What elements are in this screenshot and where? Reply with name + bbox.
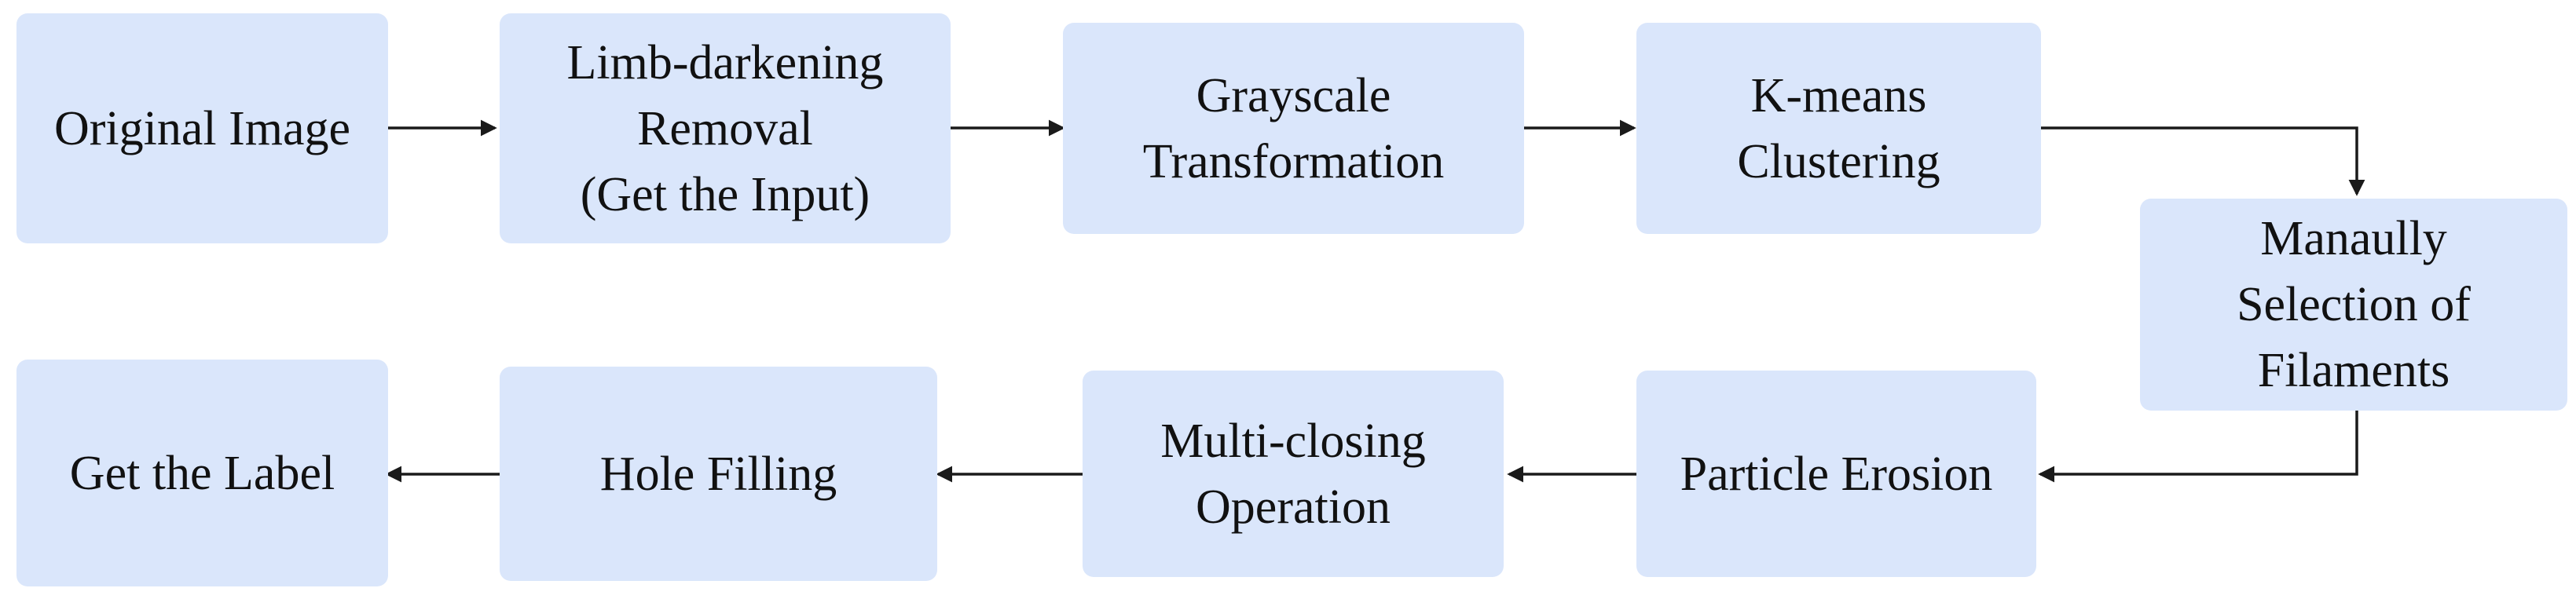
node-label: Operation xyxy=(1196,480,1391,534)
arrow-kmeans-to-manual xyxy=(2040,126,2365,196)
node-label: Clustering xyxy=(1737,134,1940,188)
node-label: Original Image xyxy=(53,101,351,155)
node-label: Limb-darkening xyxy=(566,35,884,89)
node-label: Manaully xyxy=(2260,212,2447,265)
node-particle-erosion: Particle Erosion xyxy=(1636,371,2036,577)
node-label: Grayscale xyxy=(1196,68,1391,122)
node-original-image: Original Image xyxy=(16,13,388,243)
node-label: (Get the Input) xyxy=(580,167,870,221)
node-label: Get the Label xyxy=(69,446,335,500)
node-label: Filaments xyxy=(2257,344,2450,397)
node-label: Hole Filling xyxy=(599,447,837,501)
node-multi-closing-operation: Multi-closing Operation xyxy=(1083,371,1504,577)
node-hole-filling: Hole Filling xyxy=(500,367,937,581)
node-grayscale-transformation: Grayscale Transformation xyxy=(1063,23,1524,234)
node-limb-darkening-removal: Limb-darkening Removal (Get the Input) xyxy=(500,13,951,243)
node-label: Particle Erosion xyxy=(1680,447,1993,501)
node-label: Multi-closing xyxy=(1160,414,1426,468)
node-label: Transformation xyxy=(1142,134,1445,188)
node-kmeans-clustering: K-means Clustering xyxy=(1636,23,2041,234)
node-label: K-means xyxy=(1750,68,1927,122)
node-label: Selection of xyxy=(2237,278,2471,331)
arrow-manual-to-erosion xyxy=(2038,411,2358,483)
node-label: Removal xyxy=(637,101,813,155)
node-manual-selection: Manaully Selection of Filaments xyxy=(2140,199,2567,411)
node-get-the-label: Get the Label xyxy=(16,360,388,586)
